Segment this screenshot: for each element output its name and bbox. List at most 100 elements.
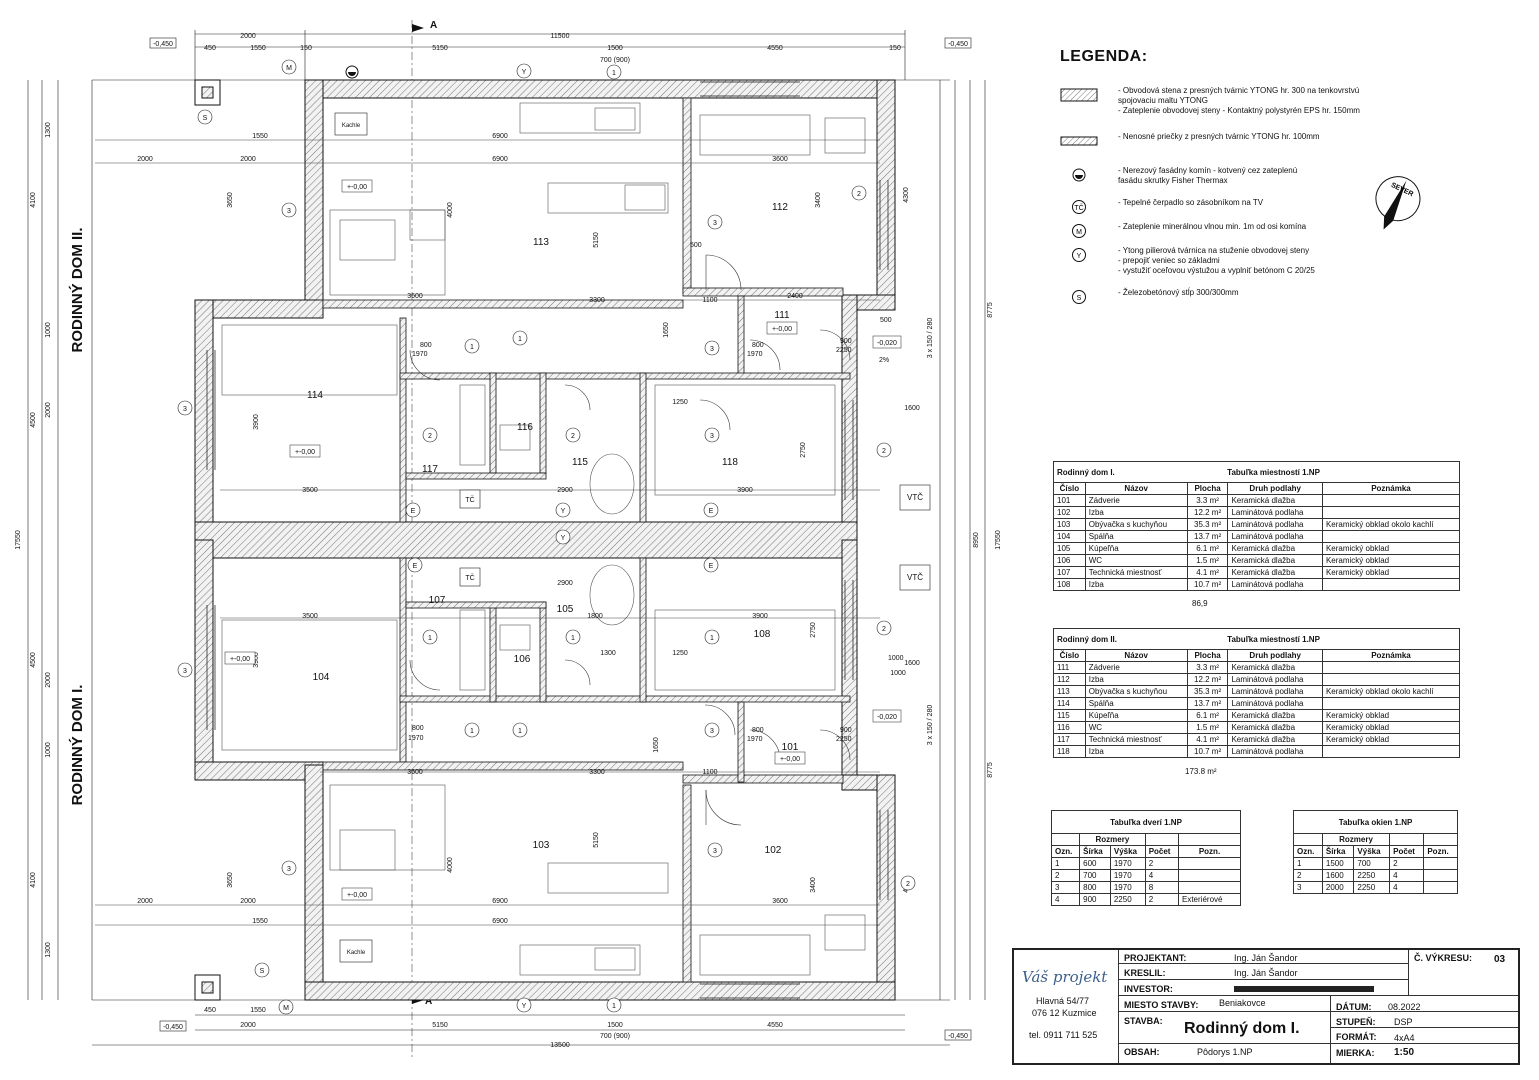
dim-6900-b: 6900 <box>492 156 508 163</box>
room-114: 114 <box>307 390 323 401</box>
dim-1100-b: 1100 <box>702 769 717 776</box>
room-101: 101 <box>782 742 799 753</box>
room-111: 111 <box>774 310 790 321</box>
obsah-label: OBSAH: <box>1124 1047 1160 1057</box>
legend-item-column: S - Železobetónový stĺp 300/300mm <box>1060 288 1480 312</box>
room-105: 105 <box>557 604 574 615</box>
north-label: SEVER <box>1390 182 1414 198</box>
col-header: Výška <box>1353 845 1391 858</box>
marker-1-mid-d: 1 <box>470 728 474 735</box>
col-header: Plocha <box>1186 482 1229 495</box>
y-circle-icon: Y <box>1072 248 1086 262</box>
dim-left-2000-bottom: 2000 <box>45 672 52 688</box>
mierka-label: MIERKA: <box>1336 1048 1375 1058</box>
interior-partitions <box>322 97 851 983</box>
table-title: Tabuľka miestností 1.NP <box>1187 628 1461 650</box>
room-106: 106 <box>514 654 531 665</box>
door-dim-800-d: 800 <box>752 727 764 734</box>
slope-label: 2% <box>879 357 889 364</box>
projektant-label: PROJEKTANT: <box>1124 953 1187 963</box>
datum-label: DÁTUM: <box>1336 1002 1372 1012</box>
heat-pump-bottom: TČ <box>465 573 474 582</box>
table-1-total: 86,9 <box>1192 599 1208 608</box>
marker-e-a: E <box>413 563 418 570</box>
marker-y-mid-b: Y <box>561 535 566 542</box>
door-dim-1000-d: 1000 <box>888 655 904 662</box>
room-103: 103 <box>533 840 550 851</box>
miesto-value: Beniakovce <box>1219 998 1266 1008</box>
marker-e-b: E <box>709 563 714 570</box>
dim-left-1000-top: 1000 <box>45 322 52 338</box>
cislo-label: Č. VÝKRESU: <box>1414 953 1473 963</box>
marker-y-mid-a: Y <box>561 508 566 515</box>
kachle-label-bottom: Kachle <box>347 950 366 956</box>
dim-2400-a: 2400 <box>787 293 803 300</box>
datum-value: 08.2022 <box>1388 1002 1421 1012</box>
level-114: +-0,00 <box>295 449 315 456</box>
door-dim-2250-a: 2250 <box>836 347 852 354</box>
mark-2-d: 2 <box>882 448 886 455</box>
room-107: 107 <box>429 595 446 606</box>
marker-s-top: S <box>203 115 208 122</box>
room-116: 116 <box>517 422 533 433</box>
columns <box>194 79 221 1001</box>
legend-item-heat-pump: TČ - Tepelné čerpadlo so zásobníkom na T… <box>1060 198 1480 222</box>
mierka-value: 1:50 <box>1394 1047 1415 1058</box>
dim-3650-a: 3650 <box>227 192 234 208</box>
dim-3650-b: 3650 <box>227 872 234 888</box>
dim-3500-a: 3500 <box>302 487 318 494</box>
dim-top-part-6: 4550 <box>767 45 783 52</box>
dim-6900-a: 6900 <box>492 133 508 140</box>
col-header: Počet <box>1389 845 1425 858</box>
mark-3-h: 3 <box>710 728 714 735</box>
dim-3900-d: 3900 <box>253 652 260 668</box>
vtc-unit-bottom: VTČ <box>907 573 923 582</box>
dim-1100-a: 1100 <box>702 297 717 304</box>
mark-3-f: 3 <box>710 346 714 353</box>
dim-3500-b: 3500 <box>302 613 318 620</box>
dim-2000-d: 2000 <box>240 898 256 905</box>
dim-5150-a: 5150 <box>593 232 600 248</box>
dim-6900-c: 6900 <box>492 898 508 905</box>
door-dim-900-b: 900 <box>840 727 852 734</box>
mark-1-c: 1 <box>710 635 714 642</box>
dim-1250-a: 1250 <box>672 399 688 406</box>
col-header: Druh podlahy <box>1227 482 1323 495</box>
room-104: 104 <box>313 672 330 683</box>
legend-line: - Tepelné čerpadlo so zásobníkom na TV <box>1118 198 1264 207</box>
mark-2-c: 2 <box>571 433 575 440</box>
room-table-dom-1: Rodinný dom I. Tabuľka miestností 1.NP Č… <box>1053 461 1461 591</box>
dim-left-total: 17550 <box>15 530 22 550</box>
house-label-bottom: RODINNÝ DOM I. <box>68 685 86 806</box>
level-111: +-0,00 <box>772 326 792 333</box>
kreslil-label: KRESLIL: <box>1124 968 1166 978</box>
format-value: 4xA4 <box>1394 1033 1415 1043</box>
mark-1-b: 1 <box>571 635 575 642</box>
legend-line: - Nerezový fasádny komín - kotvený cez z… <box>1118 166 1298 175</box>
dim-3400-a: 3400 <box>815 192 822 208</box>
mark-3-g: 3 <box>710 433 714 440</box>
dim-2000-a: 2000 <box>137 156 153 163</box>
mark-2-f: 2 <box>906 881 910 888</box>
door-dim-800-c: 800 <box>412 725 424 732</box>
mark-1-a: 1 <box>428 635 432 642</box>
section-mark-top: A <box>430 20 437 31</box>
dim-left-4500-bottom: 4500 <box>30 652 37 668</box>
col-header: Poznámka <box>1321 482 1461 495</box>
door-table: Tabuľka dverí 1.NP Rozmery Ozn. Šírka Vý… <box>1050 810 1241 906</box>
legend-line: - vystužiť oceľovou výstužou a vyplniť b… <box>1118 266 1315 275</box>
dim-3900-a: 3900 <box>737 487 753 494</box>
kreslil-value: Ing. Ján Šandor <box>1234 968 1298 978</box>
dim-2900-b: 2900 <box>557 580 573 587</box>
dim-1000-c: 1000 <box>890 670 906 677</box>
dim-2900-a: 2900 <box>557 487 573 494</box>
dim-2750-b: 2750 <box>810 622 817 638</box>
mark-3-c: 3 <box>183 668 187 675</box>
level-bottom-right: -0,450 <box>948 1033 968 1040</box>
legend-line: - Zateplenie obvodovej steny - Kontaktný… <box>1118 106 1360 115</box>
window-table: Tabuľka okien 1.NP Rozmery Ozn. Šírka Vý… <box>1293 810 1458 894</box>
legend-line: - Železobetónový stĺp 300/300mm <box>1118 288 1239 297</box>
dim-1300: 1300 <box>600 650 616 657</box>
